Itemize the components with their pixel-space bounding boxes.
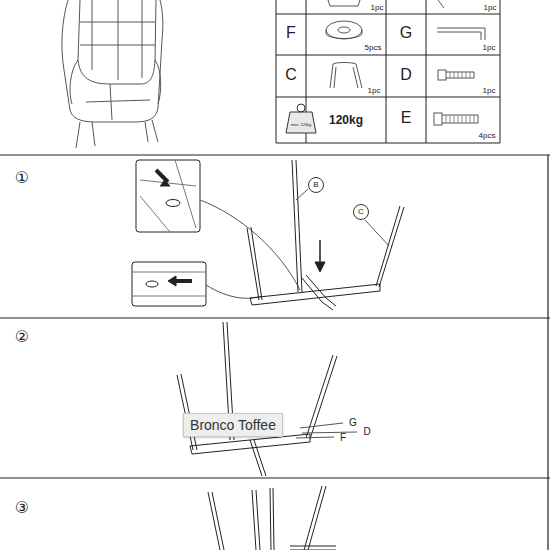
part-letter: D xyxy=(400,67,412,83)
part-letter: C xyxy=(285,67,297,83)
part-letter: F xyxy=(286,25,296,41)
part-letter: G xyxy=(400,25,412,41)
step3-frame xyxy=(208,486,336,550)
callout-letter: B xyxy=(313,181,318,189)
parts-table xyxy=(276,0,500,143)
max-load-text: 120kg xyxy=(329,114,363,126)
quantity-text: 5pcs xyxy=(365,44,382,52)
part-letter: F xyxy=(340,433,346,443)
step-number: ③ xyxy=(15,500,29,516)
callout-letter: C xyxy=(358,208,364,216)
callout-circle: C xyxy=(353,204,369,220)
quantity-text: 1pc xyxy=(484,4,497,12)
callout-circle: B xyxy=(308,177,324,193)
quantity-text: 4pcs xyxy=(479,132,496,140)
tooltip-text: Bronco Toffee xyxy=(190,418,276,432)
panel-frames xyxy=(0,155,550,550)
step-number: ① xyxy=(15,170,29,186)
part-letter: G xyxy=(349,418,357,428)
step-number: ② xyxy=(15,329,29,345)
tooltip-box: Bronco Toffee xyxy=(183,413,283,437)
step1-frame xyxy=(132,160,404,310)
max-load-icon-text: max. 120kg xyxy=(291,123,312,127)
quantity-text: 1pc xyxy=(483,44,496,52)
step2-frame xyxy=(177,322,357,476)
quantity-text: 1pc xyxy=(483,87,496,95)
quantity-text: 1pc xyxy=(368,87,381,95)
chair-sketch xyxy=(62,0,163,148)
part-letter: E xyxy=(401,110,412,126)
part-letter: D xyxy=(363,427,370,437)
quantity-text: 1pc xyxy=(371,4,384,12)
